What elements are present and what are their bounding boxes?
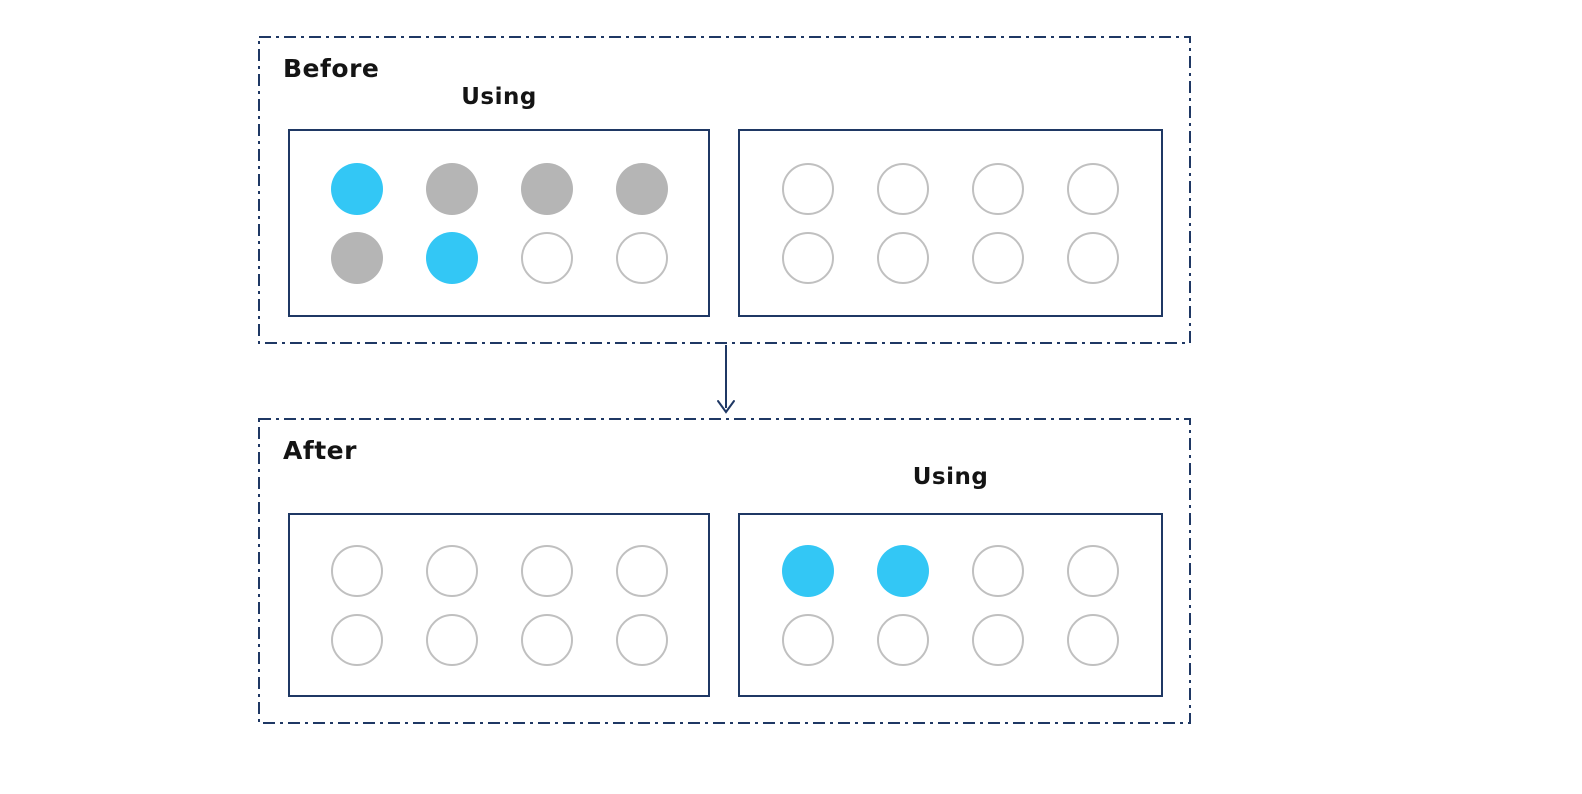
after-left-pool	[288, 513, 710, 697]
pool-slot-empty	[425, 613, 478, 666]
pool-slot-active	[782, 544, 834, 597]
after-using-label: Using	[912, 464, 989, 490]
after-right-pool-slots	[740, 515, 1161, 695]
pool-slot-empty	[520, 544, 573, 597]
pool-slot-occupied	[520, 162, 573, 215]
before-panel: Before Using	[258, 36, 1190, 343]
pool-slot-empty	[1067, 613, 1119, 666]
pool-slot-empty	[972, 162, 1024, 215]
pool-slot-empty	[520, 613, 573, 666]
pool-slot-empty	[330, 544, 383, 597]
before-right-pool	[738, 129, 1163, 317]
pool-slot-empty	[1067, 231, 1119, 284]
pool-slot-occupied	[615, 162, 668, 215]
pool-slot-empty	[972, 231, 1024, 284]
pool-slot-empty	[877, 162, 929, 215]
pool-slot-empty	[615, 231, 668, 284]
arrow-down-icon	[717, 400, 735, 414]
before-left-pool	[288, 129, 710, 317]
before-left-pool-slots	[290, 131, 708, 315]
pool-slot-empty	[782, 231, 834, 284]
after-right-pool	[738, 513, 1163, 697]
pool-slot-empty	[520, 231, 573, 284]
after-panel-border	[258, 418, 1191, 724]
after-panel-label: After	[283, 436, 357, 465]
pool-slot-empty	[877, 231, 929, 284]
pool-slot-active	[425, 231, 478, 284]
pool-slot-occupied	[425, 162, 478, 215]
before-panel-label: Before	[283, 54, 380, 83]
pool-slot-empty	[782, 162, 834, 215]
pool-slot-empty	[972, 544, 1024, 597]
pool-slot-empty	[1067, 544, 1119, 597]
pool-slot-empty	[615, 544, 668, 597]
pool-slot-active	[877, 544, 929, 597]
pool-slot-empty	[615, 613, 668, 666]
pool-slot-empty	[877, 613, 929, 666]
pool-slot-empty	[972, 613, 1024, 666]
pool-slot-active	[330, 162, 383, 215]
after-panel: After Using	[258, 418, 1190, 723]
before-using-label: Using	[461, 84, 537, 110]
pool-slot-empty	[425, 544, 478, 597]
before-right-pool-slots	[740, 131, 1161, 315]
after-left-pool-slots	[290, 515, 708, 695]
pool-slot-empty	[1067, 162, 1119, 215]
pool-slot-empty	[330, 613, 383, 666]
before-panel-border	[258, 36, 1191, 344]
pool-slot-empty	[782, 613, 834, 666]
pool-slot-occupied	[330, 231, 383, 284]
